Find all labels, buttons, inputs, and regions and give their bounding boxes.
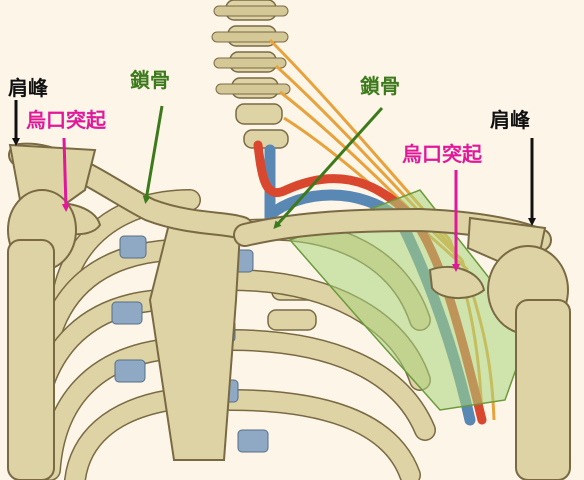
label-coracoid-right: 烏口突起 [402,142,482,166]
arrow-clavicle-right [273,106,384,229]
label-acromion-left: 肩峰 [8,76,48,100]
arrow-clavicle-left [142,105,164,204]
pectoralis-minor [288,189,531,411]
label-acromion-right: 肩峰 [490,108,530,132]
label-clavicle-left: 鎖骨 [130,68,170,92]
cervical-spine [211,0,319,331]
humerus-right [487,245,571,480]
humerus-left [7,189,77,480]
label-coracoid-left: 烏口突起 [26,108,106,132]
arrow-coracoid-left [61,137,70,212]
label-clavicle-right: 鎖骨 [360,74,400,98]
